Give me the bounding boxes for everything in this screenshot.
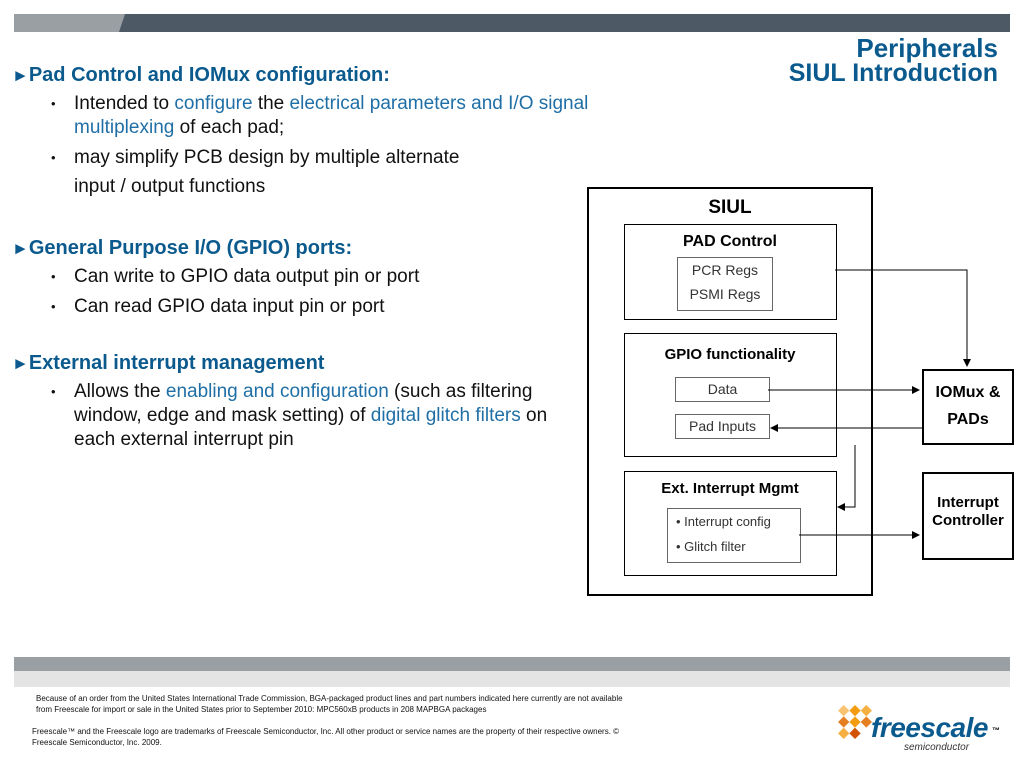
iomux-label: IOMux & [935,384,1001,401]
triangle-arrow-icon: ► [12,354,29,373]
psmi-regs-label: PSMI Regs [689,286,761,302]
triangle-arrow-icon: ► [12,239,29,258]
bullet-list: •Intended to configure the electrical pa… [12,92,600,170]
bullet-dot-icon: • [51,150,56,165]
controller-label: Controller [932,512,1004,529]
pads-label: PADs [947,411,989,428]
title-line-2: SIUL Introduction [788,59,998,87]
bullet-dot-icon: • [51,384,56,399]
ext-interrupt-label: Ext. Interrupt Mgmt [661,480,799,497]
slide-title: Peripherals SIUL Introduction [788,33,998,87]
gpio-block: GPIO functionality Data Pad Inputs [624,333,837,457]
list-item: •may simplify PCB design by multiple alt… [51,147,460,168]
title-line-1: Peripherals [856,33,998,63]
header-bar-light [14,14,119,32]
bullet-dot-icon: • [51,96,56,111]
list-item: •Can read GPIO data input pin or port [51,296,385,317]
bullet-dot-icon: • [51,269,56,284]
section-heading-ext-interrupt: ►External interrupt management [12,352,325,374]
list-item: •Can write to GPIO data output pin or po… [51,266,420,287]
interrupt-label: Interrupt [937,494,999,511]
header-bar-notch [119,14,125,32]
section-heading-pad-control: ►Pad Control and IOMux configuration: [12,64,390,86]
iomux-to-ext-interrupt-connector [837,445,856,511]
footer-trademark: Freescale™ and the Freescale logo are tr… [32,727,620,747]
pad-control-label: PAD Control [683,233,777,250]
ext-interrupt-block: Ext. Interrupt Mgmt • Interrupt config •… [624,471,837,576]
siul-label: SIUL [708,197,752,218]
slide-content: ►Pad Control and IOMux configuration: •I… [12,63,600,458]
pcr-regs-label: PCR Regs [691,262,759,278]
freescale-logo-tm: ™ [992,726,1000,735]
footer-bar-light [14,671,1010,687]
ext-interrupt-config-box: • Interrupt config • Glitch filter [667,508,801,563]
list-item: •Allows the enabling and configuration (… [51,381,548,450]
section-heading-gpio: ►General Purpose I/O (GPIO) ports: [12,237,353,259]
pad-control-block: PAD Control PCR Regs PSMI Regs [624,224,837,320]
pad-control-to-iomux-connector [835,269,971,367]
footer-bar [14,657,1010,671]
freescale-logo-text: freescale [871,712,988,743]
header-bar-dark [125,14,1010,32]
triangle-arrow-icon: ► [12,66,29,85]
freescale-logo-icon [838,705,872,739]
footer-notice: Because of an order from the United Stat… [36,694,623,714]
pcr-regs-box: PCR Regs PSMI Regs [677,257,773,311]
iomux-pads-box: IOMux & PADs [922,369,1014,445]
bullet-list: •Allows the enabling and configuration (… [12,380,600,452]
interrupt-controller-box: Interrupt Controller [922,472,1014,560]
list-item-continuation: input / output functions [74,176,266,197]
pad-inputs-box: Pad Inputs [675,414,770,439]
list-item: •Intended to configure the electrical pa… [51,93,589,138]
interrupt-config-label: • Interrupt config [676,514,771,529]
gpio-label: GPIO functionality [664,346,796,363]
data-box: Data [675,377,770,402]
glitch-filter-label: • Glitch filter [676,539,746,554]
bullet-list: •Can write to GPIO data output pin or po… [12,265,600,319]
siul-block: SIUL PAD Control PCR Regs PSMI Regs GPIO… [587,187,873,596]
freescale-logo-subtitle: semiconductor [904,742,970,753]
bullet-dot-icon: • [51,299,56,314]
